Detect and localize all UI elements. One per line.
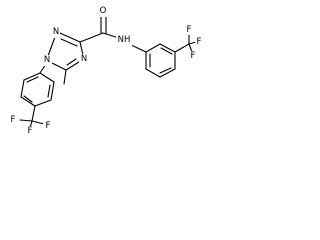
bond-left-cf-2: [31, 120, 45, 125]
atom-labels: O NH N N N F F F F F F: [8, 6, 204, 136]
bond-c3-n2: [59, 32, 81, 43]
bond-c5-n4-double: [66, 58, 77, 66]
left-ring-bond-6: [23, 72, 41, 81]
atom-label-nh: NH: [118, 35, 131, 45]
bond-right-cf3: [174, 43, 190, 53]
left-ring-bond-2: [50, 81, 55, 101]
left-phenyl-ring: [19, 63, 55, 129]
bond-n4-c3: [79, 41, 84, 56]
bond-c3-n2-double: [60, 38, 78, 47]
left-ring-bond-3: [34, 99, 52, 107]
bond-right-cf-2: [188, 41, 197, 45]
atom-label-f-left-1: F: [11, 115, 16, 125]
right-ring-bond-1: [145, 43, 161, 53]
left-ring-double-1: [47, 84, 51, 98]
atom-label-f-right-1: F: [187, 25, 192, 35]
atom-label-f-left-3: F: [46, 121, 51, 131]
bond-c3-carbonyl: [79, 32, 104, 43]
atom-label-f-left-2: F: [28, 126, 33, 136]
bond-right-cf-3: [188, 43, 193, 53]
atom-label-o: O: [100, 6, 107, 16]
right-ring-bond-2: [159, 43, 176, 53]
right-ring-double-2: [159, 67, 172, 74]
bond-n1-c5: [51, 62, 67, 71]
left-ring-bond-1: [39, 72, 55, 83]
left-ring-bond-4: [20, 96, 36, 107]
bond-n2-n1: [47, 36, 56, 57]
right-ring-double-1: [160, 47, 173, 55]
left-ring-bond-5: [20, 79, 25, 98]
atom-label-n2: N: [53, 27, 59, 37]
atom-label-n1: N: [44, 55, 50, 65]
bond-c5-n4: [65, 61, 80, 71]
right-ring-bond-4: [159, 68, 176, 78]
left-ring-double-3: [26, 76, 39, 83]
right-phenyl-ring: [145, 33, 197, 78]
right-ring-bond-5: [145, 68, 161, 78]
atom-label-f-right-3: F: [191, 51, 196, 61]
bond-left-cf3: [31, 105, 36, 122]
atom-label-f-right-2: F: [197, 37, 202, 47]
left-ring-double-2: [23, 95, 33, 103]
triazole-ring: [47, 32, 84, 71]
bond-methyl: [63, 69, 67, 85]
atom-label-n4: N: [81, 54, 87, 64]
amide-group: [79, 16, 147, 53]
chemical-structure: O NH N N N F F F F F F: [8, 6, 204, 136]
bond-left-cf-1: [19, 119, 33, 122]
